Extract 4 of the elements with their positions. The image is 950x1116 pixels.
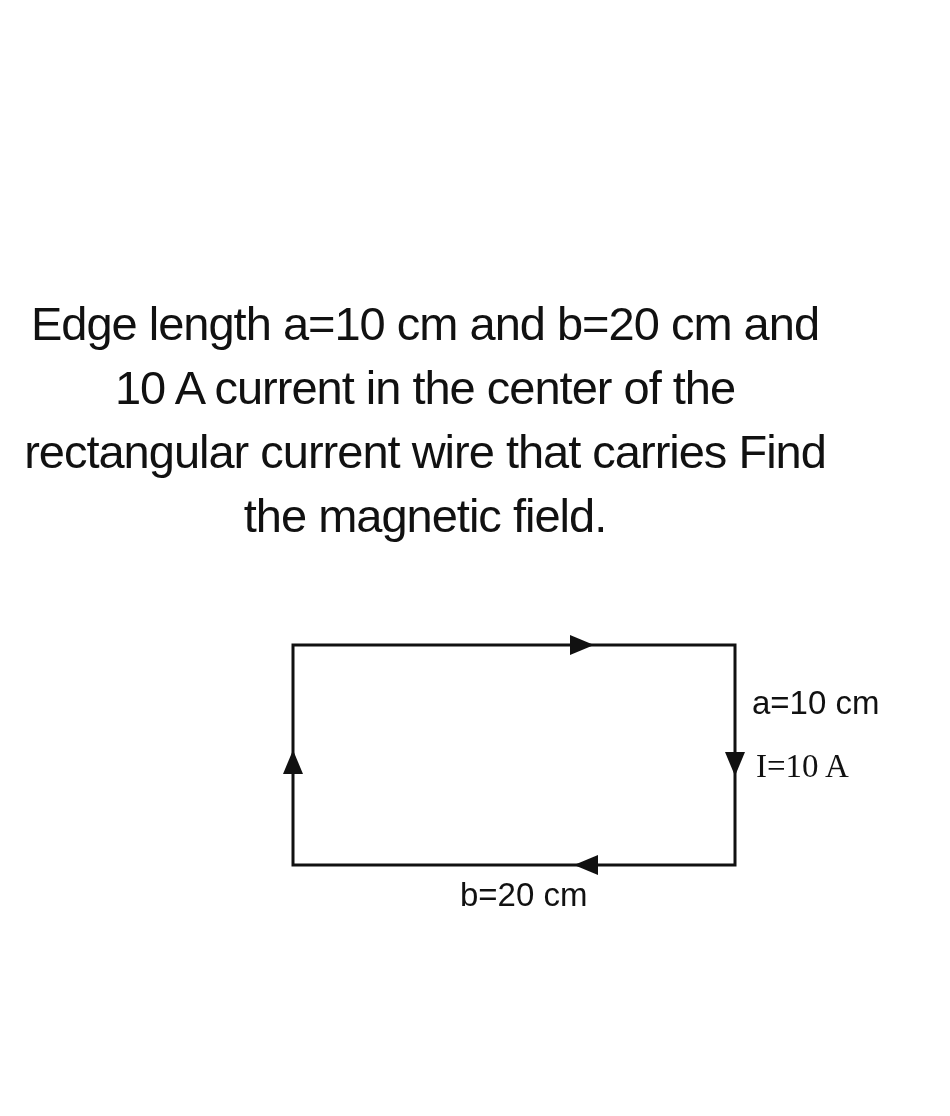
current-label: I=10 A [756, 748, 849, 785]
question-text: Edge length a=10 cm and b=20 cm and 10 A current in the center of the rectangular current wire that carries Find the magnetic field. [23, 296, 827, 544]
dimension-label: a=10 cm [752, 684, 880, 722]
dimension-label: b=20 cm [460, 876, 588, 914]
